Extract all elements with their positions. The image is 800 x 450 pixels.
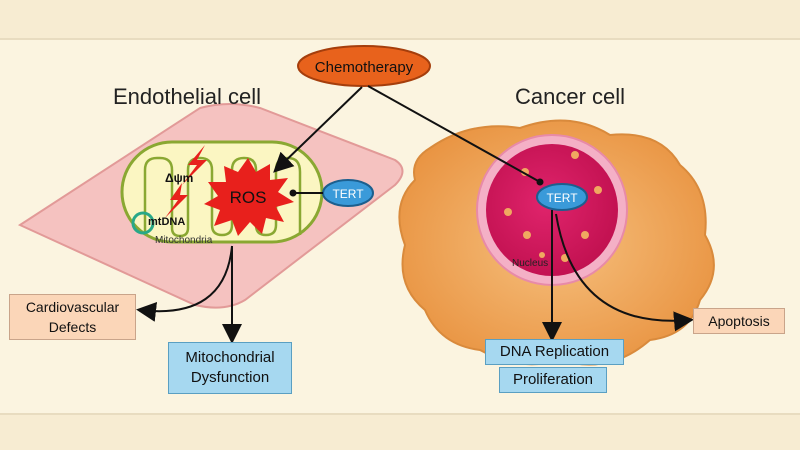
- dna-replication-box: DNA Replication: [485, 339, 624, 365]
- mtdna-circle: [131, 211, 155, 235]
- delta-psi-label: Δψm: [165, 171, 193, 185]
- arrow-chemo-to-tert: [367, 85, 541, 183]
- cardiovascular-defects-box: Cardiovascular Defects: [9, 294, 136, 340]
- arrow-mito-to-cardio: [136, 245, 233, 322]
- endothelial-cell-title: Endothelial cell: [113, 84, 261, 109]
- tert-endothelial-label: TERT: [332, 187, 364, 201]
- nucleus-label: Nucleus: [512, 258, 548, 269]
- ros-burst: [204, 158, 294, 236]
- lightning-icon: [182, 145, 207, 185]
- tert-cancer-ellipse: [536, 183, 588, 211]
- mito-line2: Dysfunction: [190, 369, 270, 386]
- mito-line1: Mitochondrial: [185, 349, 275, 366]
- proliferation-box: Proliferation: [499, 367, 607, 393]
- apoptosis-box: Apoptosis: [693, 308, 785, 334]
- arrow-tert-to-apoptosis: [555, 213, 694, 332]
- mitochondrial-dysfunction-box: Mitochondrial Dysfunction: [168, 342, 292, 394]
- chemotherapy-ellipse: [297, 45, 431, 87]
- arrow-chemo-to-ros: [273, 86, 363, 173]
- tert-cancer-label: TERT: [546, 191, 578, 205]
- cardio-line2: Defects: [48, 319, 97, 335]
- mtdna-label: mtDNA: [148, 216, 185, 228]
- cardio-line1: Cardiovascular: [25, 299, 120, 315]
- cancer-cell-title: Cancer cell: [515, 84, 626, 109]
- ros-label: ROS: [230, 188, 267, 207]
- chemotherapy-label: Chemotherapy: [315, 59, 414, 76]
- mitochondria-label: Mitochondria: [155, 235, 213, 246]
